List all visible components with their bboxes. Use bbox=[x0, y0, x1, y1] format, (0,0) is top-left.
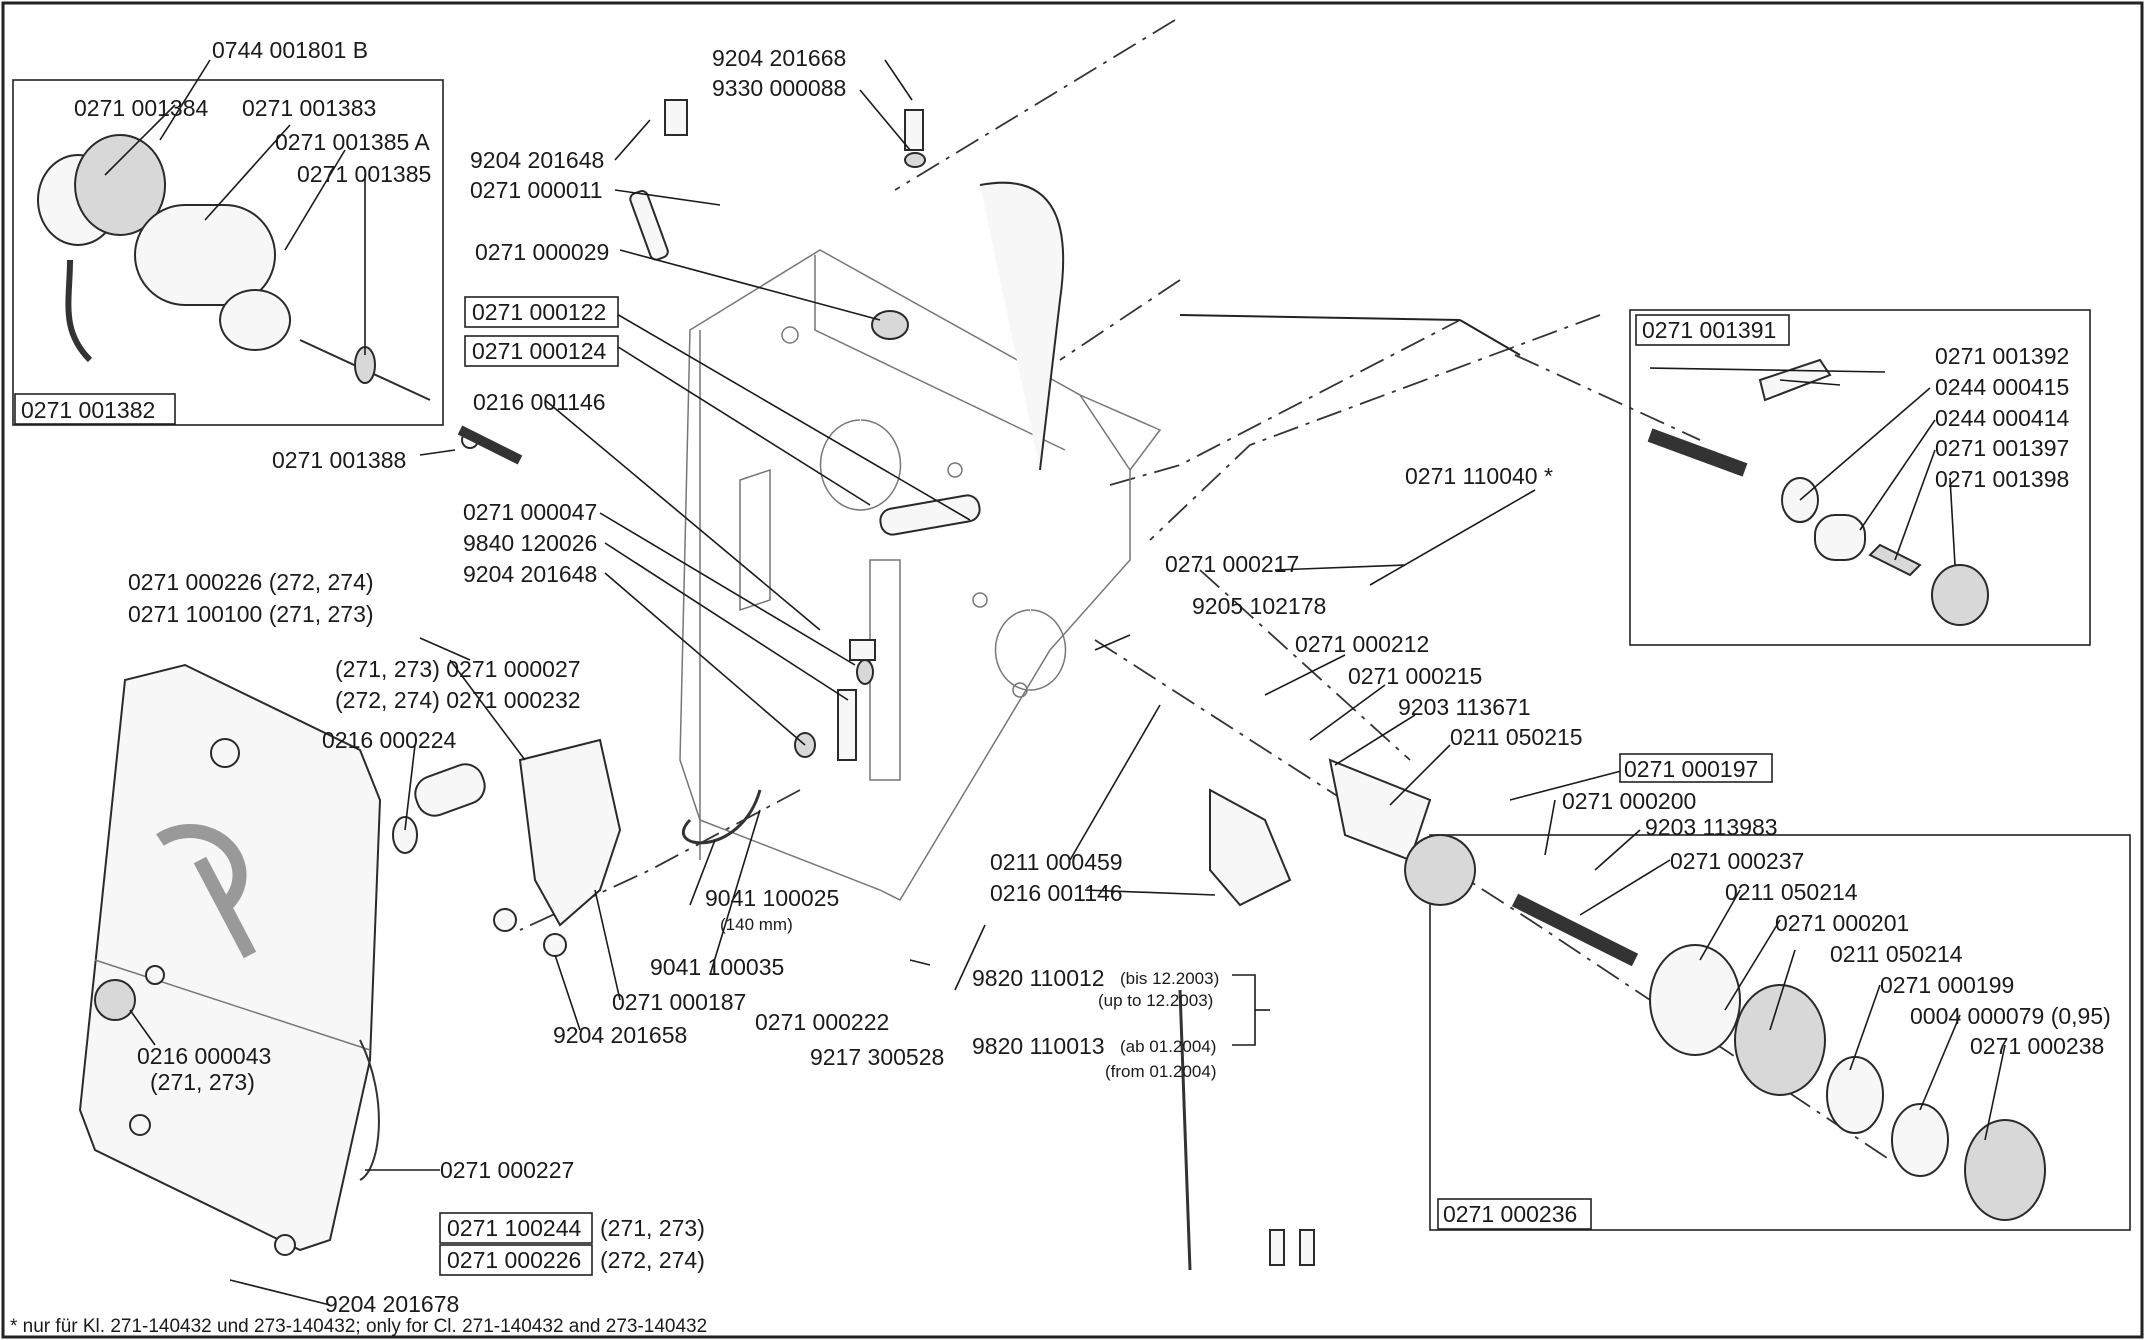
inset-motor-assembly bbox=[12, 79, 444, 426]
label-9204-201648-mid: 9204 201648 bbox=[463, 561, 597, 587]
label-9217-300528: 9217 300528 bbox=[810, 1044, 944, 1070]
label-0216-000043: 0216 000043 bbox=[137, 1043, 271, 1069]
part-labels: 0744 001801 B 0271 001384 0271 001383 02… bbox=[10, 37, 2111, 1337]
label-0271-000047: 0271 000047 bbox=[463, 499, 597, 525]
label-0271-000124: 0271 000124 bbox=[472, 338, 607, 364]
label-0271-000227: 0271 000227 bbox=[440, 1157, 574, 1183]
label-9041-100035: 9041 100035 bbox=[650, 954, 784, 980]
label-0271-000212: 0271 000212 bbox=[1295, 631, 1429, 657]
label-0271-000122: 0271 000122 bbox=[472, 299, 606, 325]
label-bis-12-2003: (bis 12.2003) bbox=[1120, 969, 1219, 988]
label-up-to-12-2003: (up to 12.2003) bbox=[1098, 991, 1213, 1010]
label-0271-001382: 0271 001382 bbox=[21, 397, 155, 423]
label-9204-201658: 9204 201658 bbox=[553, 1022, 687, 1048]
label-0271-000226-bottom: 0271 000226 bbox=[447, 1247, 581, 1273]
inset-box-0271-000236 bbox=[1429, 834, 2131, 1231]
label-0271-001384: 0271 001384 bbox=[74, 95, 209, 121]
label-0271-001391: 0271 001391 bbox=[1642, 317, 1776, 343]
label-9041-100025: 9041 100025 bbox=[705, 885, 839, 911]
label-9820-110012: 9820 110012 bbox=[972, 965, 1105, 991]
label-0211-000459: 0211 000459 bbox=[990, 849, 1123, 875]
label-ab-01-2004: (ab 01.2004) bbox=[1120, 1037, 1216, 1056]
inset-box-0271-001382 bbox=[12, 79, 444, 426]
label-0271-000187: 0271 000187 bbox=[612, 989, 746, 1015]
label-9204-201648-top: 9204 201648 bbox=[470, 147, 604, 173]
label-0271-000029: 0271 000029 bbox=[475, 239, 609, 265]
label-0271-000226-top: 0271 000226 (272, 274) bbox=[128, 569, 374, 595]
label-0271-000232: (272, 274) 0271 000232 bbox=[335, 687, 581, 713]
label-0744-001801-b: 0744 001801 B bbox=[212, 37, 368, 63]
label-0271-000226-variant: (272, 274) bbox=[600, 1247, 705, 1273]
label-9204-201668: 9204 201668 bbox=[712, 45, 846, 71]
label-0271-001397: 0271 001397 bbox=[1935, 435, 2069, 461]
label-9203-113983: 9203 113983 bbox=[1645, 814, 1778, 840]
label-0216-001146-mid: 0216 001146 bbox=[990, 880, 1123, 906]
label-0211-050214-b: 0211 050214 bbox=[1830, 941, 1963, 967]
label-0271-001392: 0271 001392 bbox=[1935, 343, 2069, 369]
label-frames bbox=[14, 296, 1790, 1276]
label-0216-000043-variant: (271, 273) bbox=[150, 1069, 255, 1095]
label-0244-000415: 0244 000415 bbox=[1935, 374, 2069, 400]
label-0216-001146-top: 0216 001146 bbox=[473, 389, 606, 415]
label-0271-110040: 0271 110040 * bbox=[1405, 463, 1553, 489]
label-0271-100100: 0271 100100 (271, 273) bbox=[128, 601, 374, 627]
label-0271-000236: 0271 000236 bbox=[1443, 1201, 1577, 1227]
label-0271-000011: 0271 000011 bbox=[470, 177, 603, 203]
label-9204-201678: 9204 201678 bbox=[325, 1291, 459, 1317]
label-0271-100244: 0271 100244 bbox=[447, 1215, 582, 1241]
label-0211-050214-a: 0211 050214 bbox=[1725, 879, 1858, 905]
label-0271-001398: 0271 001398 bbox=[1935, 466, 2069, 492]
label-0271-000201: 0271 000201 bbox=[1775, 910, 1909, 936]
label-0004-000079: 0004 000079 (0,95) bbox=[1910, 1003, 2111, 1029]
label-0271-001383: 0271 001383 bbox=[242, 95, 376, 121]
label-9840-120026: 9840 120026 bbox=[463, 530, 597, 556]
label-0244-000414: 0244 000414 bbox=[1935, 405, 2070, 431]
label-9205-102178: 9205 102178 bbox=[1192, 593, 1326, 619]
label-0271-000237: 0271 000237 bbox=[1670, 848, 1804, 874]
label-9820-110013: 9820 110013 bbox=[972, 1033, 1105, 1059]
label-0271-000217: 0271 000217 bbox=[1165, 551, 1299, 577]
footnote: * nur für Kl. 271-140432 und 273-140432;… bbox=[10, 1316, 707, 1337]
mid-parts bbox=[392, 99, 1065, 957]
label-0271-000027: (271, 273) 0271 000027 bbox=[335, 656, 581, 682]
inset-box-0271-001391 bbox=[1629, 309, 2091, 646]
label-9203-113671: 9203 113671 bbox=[1398, 694, 1531, 720]
label-0271-100244-variant: (271, 273) bbox=[600, 1215, 705, 1241]
front-cover-assembly bbox=[78, 663, 382, 1256]
label-0271-000199: 0271 000199 bbox=[1880, 972, 2014, 998]
label-140mm: (140 mm) bbox=[720, 915, 793, 934]
label-from-01-2004: (from 01.2004) bbox=[1105, 1062, 1217, 1081]
label-0271-001385a: 0271 001385 A bbox=[275, 129, 430, 155]
label-9330-000088: 9330 000088 bbox=[712, 75, 846, 101]
label-0271-001385: 0271 001385 bbox=[297, 161, 431, 187]
label-0216-000224: 0216 000224 bbox=[322, 727, 457, 753]
label-0271-000238: 0271 000238 bbox=[1970, 1033, 2104, 1059]
label-0211-050215: 0211 050215 bbox=[1450, 724, 1583, 750]
label-0271-000200: 0271 000200 bbox=[1562, 788, 1696, 814]
leader-lines bbox=[104, 59, 2006, 1306]
label-0271-000222: 0271 000222 bbox=[755, 1009, 889, 1035]
label-0271-000215: 0271 000215 bbox=[1348, 663, 1482, 689]
housing-body bbox=[679, 249, 1162, 901]
label-0271-001388: 0271 001388 bbox=[272, 447, 406, 473]
label-0271-000197: 0271 000197 bbox=[1624, 756, 1758, 782]
